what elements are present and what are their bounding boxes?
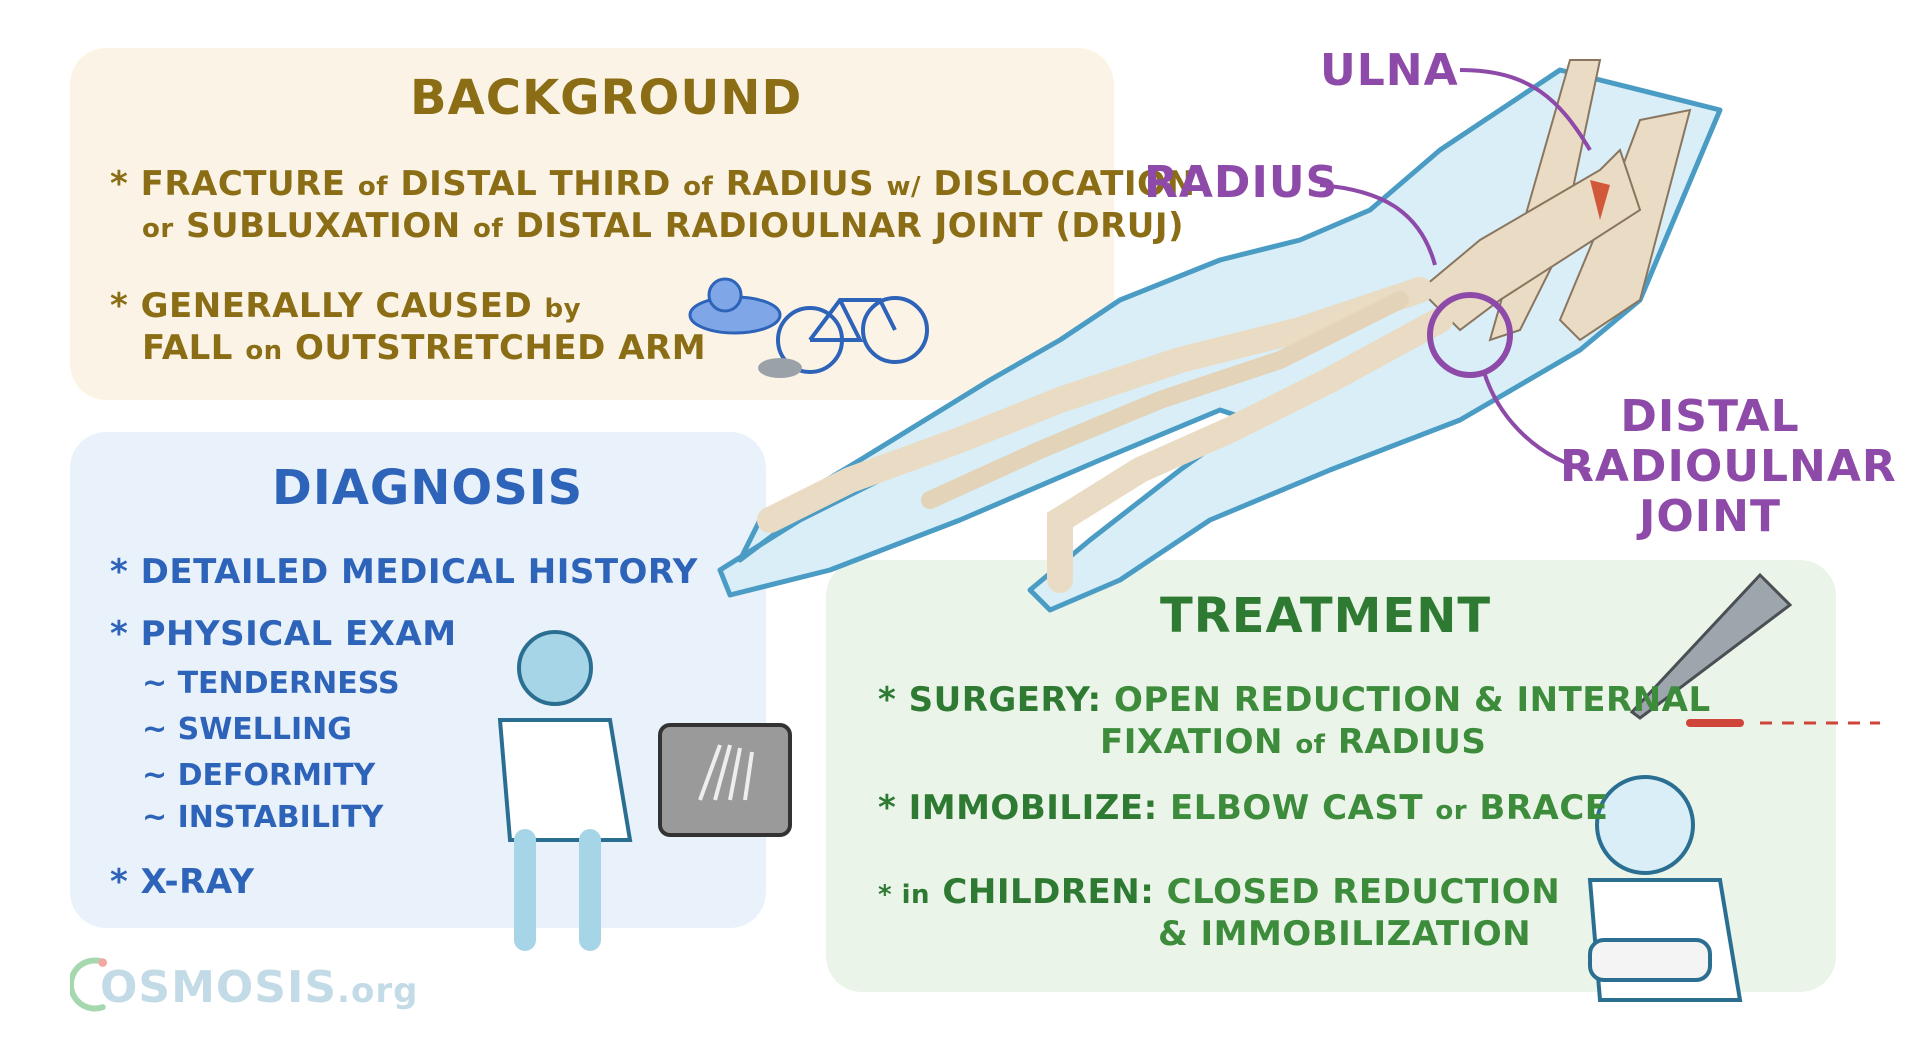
xray-film — [658, 723, 792, 837]
doctor-coat — [497, 718, 633, 842]
treatment-text: BRACE — [1479, 788, 1609, 828]
osmosis-logo-text: OSMOSIS — [100, 962, 338, 1013]
bg-connector: w/ — [886, 172, 922, 202]
treatment-label: CHILDREN: — [942, 872, 1155, 912]
finger-bones-3 — [921, 291, 1409, 509]
diagnosis-subitem: ~ INSTABILITY — [142, 800, 384, 835]
treatment-connector: or — [1435, 796, 1468, 826]
treatment-surgery-line-2: FIXATION of RADIUS — [1100, 722, 1486, 762]
bg-connector: on — [245, 336, 283, 366]
diagnosis-title: DIAGNOSIS — [272, 460, 584, 516]
diagnosis-item: * DETAILED MEDICAL HISTORY — [110, 552, 698, 592]
child-cast-illustration — [1587, 775, 1743, 1002]
treatment-text: FIXATION — [1100, 722, 1283, 762]
treatment-connector: of — [1295, 730, 1326, 760]
fracture-mark — [1590, 180, 1610, 220]
bg-text: DISLOCATION — [933, 164, 1196, 204]
diagnosis-subitem: ~ TENDERNESS — [142, 666, 400, 701]
radius-leader-line — [1319, 183, 1437, 266]
bg-text: * GENERALLY CAUSED — [110, 286, 533, 326]
druj-label-line-3: JOINT — [1639, 491, 1781, 542]
treatment-surgery-line-1: * SURGERY: OPEN REDUCTION & INTERNAL — [878, 680, 1711, 720]
treatment-text: & IMMOBILIZATION — [1158, 914, 1532, 954]
radius-label: RADIUS — [1144, 157, 1339, 208]
diagnosis-subitem: ~ SWELLING — [142, 712, 352, 747]
treatment-connector: * in — [878, 880, 931, 910]
background-line-2: or SUBLUXATION of DISTAL RADIOULNAR JOIN… — [142, 206, 1184, 246]
background-line-3: * GENERALLY CAUSED by — [110, 286, 581, 326]
treatment-immobilize-line: * IMMOBILIZE: ELBOW CAST or BRACE — [878, 788, 1609, 828]
druj-label: DISTAL RADIOULNAR JOINT — [1560, 391, 1897, 542]
finger-bones-2 — [1047, 307, 1453, 593]
ulna-leader-line — [1459, 68, 1592, 152]
bg-text: DISTAL RADIOULNAR JOINT (DRUJ) — [515, 206, 1185, 246]
druj-leader-line — [1483, 374, 1591, 472]
rock — [758, 358, 802, 378]
background-line-4: FALL on OUTSTRETCHED ARM — [142, 328, 706, 368]
bg-text: * FRACTURE — [110, 164, 346, 204]
druj-label-line-2: RADIOULNAR — [1560, 441, 1897, 492]
treatment-label: * IMMOBILIZE: — [878, 788, 1158, 828]
bg-text: RADIUS — [725, 164, 875, 204]
osmosis-logo-icon — [70, 957, 107, 1012]
finger-bones-1 — [757, 277, 1433, 533]
druj-circle — [1427, 292, 1513, 378]
diagnosis-subitem: ~ DEFORMITY — [142, 758, 376, 793]
bicycle-fall-illustration — [688, 277, 929, 378]
bg-connector: of — [357, 172, 389, 202]
diagnosis-item: * PHYSICAL EXAM — [110, 614, 457, 654]
treatment-label: * SURGERY: — [878, 680, 1102, 720]
bg-text: FALL — [142, 328, 233, 368]
background-title: BACKGROUND — [410, 70, 803, 126]
bike-wheel-front — [861, 296, 929, 364]
ulna-label: ULNA — [1320, 45, 1459, 96]
doctor-head — [517, 630, 593, 706]
osmosis-logo-suffix: .org — [337, 971, 419, 1011]
diagnosis-panel — [70, 432, 766, 928]
background-line-1: * FRACTURE of DISTAL THIRD of RADIUS w/ … — [110, 164, 1195, 204]
bg-text: DISTAL THIRD — [400, 164, 671, 204]
scalpel-handle — [1629, 572, 1793, 720]
druj-label-line-1: DISTAL — [1620, 391, 1800, 442]
falling-person-head — [707, 277, 743, 313]
treatment-text: RADIUS — [1337, 722, 1487, 762]
bg-connector: or — [142, 214, 174, 244]
radius-bone — [1418, 148, 1642, 332]
treatment-children-line-1: * in CHILDREN: CLOSED REDUCTION — [878, 872, 1560, 912]
diagnosis-item: * X-RAY — [110, 862, 255, 902]
bg-connector: by — [544, 294, 582, 324]
treatment-children-line-2: & IMMOBILIZATION — [1158, 914, 1531, 954]
child-head — [1595, 775, 1695, 875]
bg-connector: of — [683, 172, 714, 202]
osmosis-logo: OSMOSIS.org — [100, 962, 418, 1013]
doctor-illustration — [497, 630, 792, 951]
bg-connector: of — [473, 214, 504, 244]
xray-bones — [698, 744, 754, 801]
background-panel — [70, 48, 1114, 400]
treatment-text: OPEN REDUCTION & INTERNAL — [1113, 680, 1711, 720]
hand-illustration — [717, 59, 1723, 613]
arm-cast — [1588, 938, 1712, 982]
bg-text: SUBLUXATION — [186, 206, 461, 246]
bg-text: OUTSTRETCHED ARM — [295, 328, 707, 368]
treatment-title: TREATMENT — [1160, 588, 1492, 644]
treatment-text: CLOSED REDUCTION — [1166, 872, 1561, 912]
bike-frame — [808, 298, 897, 342]
doctor-legs — [514, 829, 601, 951]
scalpel-illustration — [1629, 572, 1880, 727]
treatment-text: ELBOW CAST — [1170, 788, 1424, 828]
